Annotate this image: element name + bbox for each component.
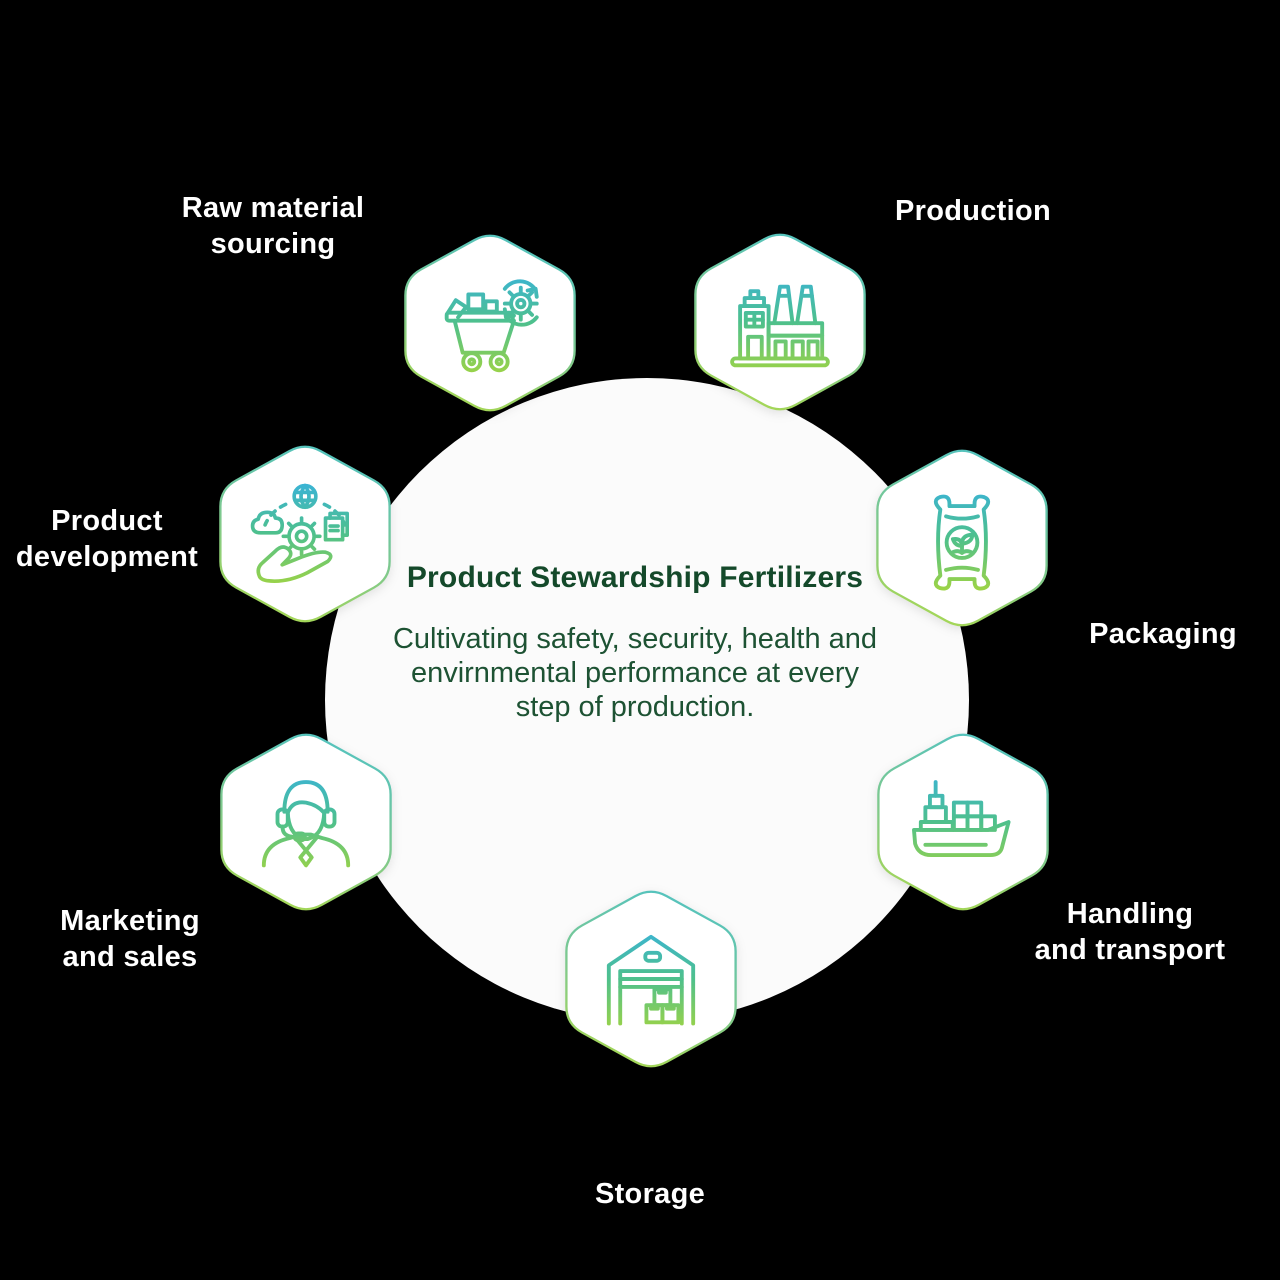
factory-icon (730, 284, 830, 368)
hexagon-marketing-and-sales (216, 727, 396, 917)
page-title: Product Stewardship Fertilizers (406, 561, 864, 594)
hand-gear-innovation-icon (250, 483, 350, 583)
hexagon-border (877, 733, 1049, 911)
fertilizer-bag-sprout-icon (933, 494, 991, 591)
label-production: Production (894, 195, 1052, 227)
hexagon-packaging (872, 443, 1052, 633)
warehouse-boxes-icon (606, 934, 696, 1026)
hexagon-storage (561, 884, 741, 1074)
mine-cart-gear-icon (444, 279, 539, 373)
center-text-block: Product Stewardship Fertilizers Cultivat… (345, 560, 925, 724)
hexagon-handling-and-transport (873, 727, 1053, 917)
support-agent-headset-icon (261, 780, 351, 868)
hexagon-border (404, 234, 576, 412)
label-raw-material-sourcing: Raw material sourcing (181, 192, 365, 260)
label-packaging: Packaging (1089, 618, 1237, 650)
label-marketing-and-sales: Marketing and sales (60, 905, 200, 973)
cargo-ship-icon (912, 780, 1011, 857)
label-product-development: Product development (15, 505, 199, 573)
label-storage: Storage (594, 1178, 706, 1210)
hexagon-production (690, 227, 870, 417)
hexagon-raw-material-sourcing (400, 228, 580, 418)
hexagon-product-development (215, 439, 395, 629)
label-handling-and-transport: Handling and transport (1034, 898, 1226, 966)
page-description: Cultivating safety, security, health and… (392, 623, 878, 723)
